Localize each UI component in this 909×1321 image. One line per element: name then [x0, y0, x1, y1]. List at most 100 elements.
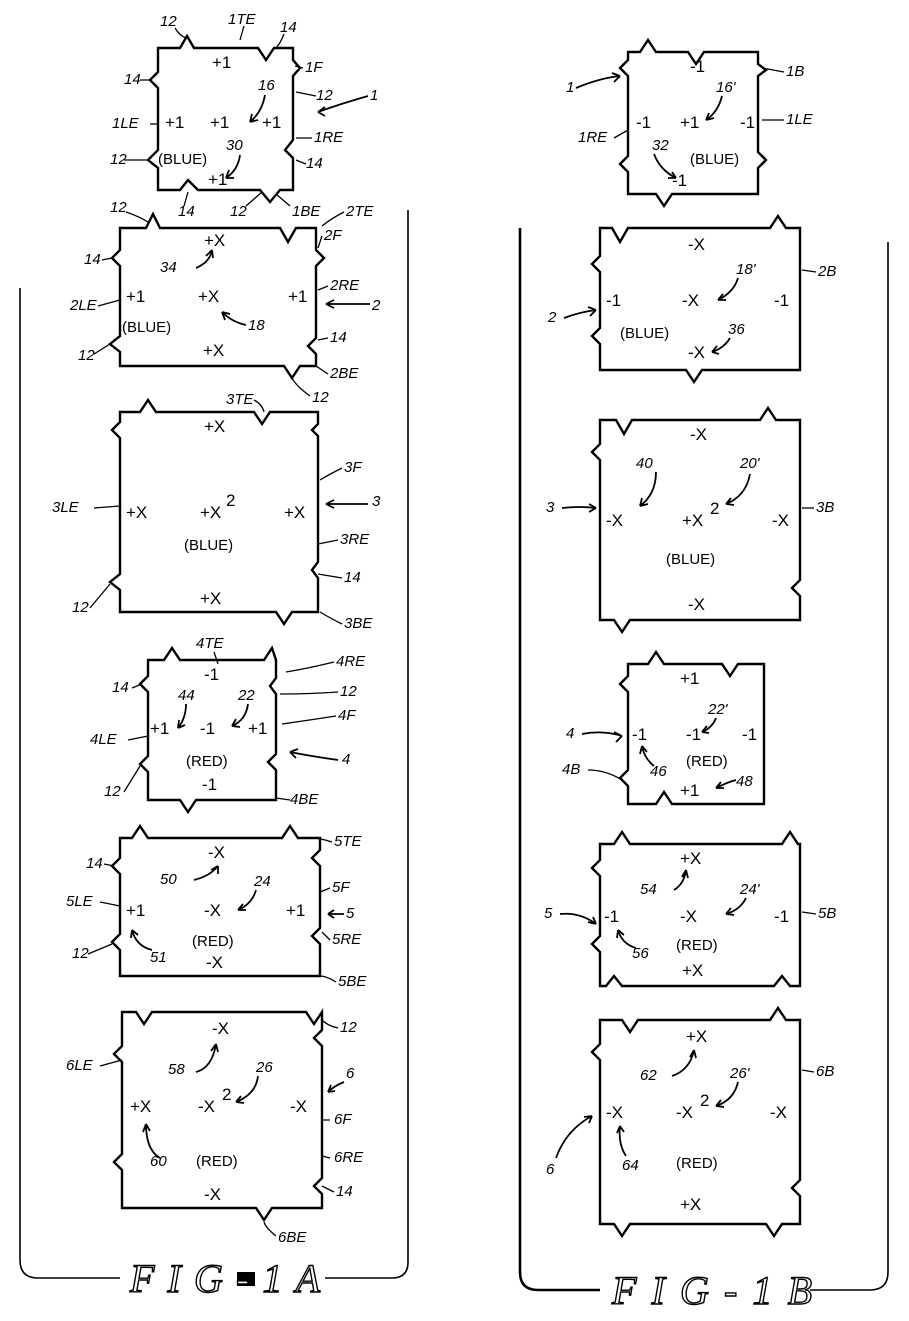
ref-26p: 26' — [729, 1065, 751, 1082]
top-value: -X — [690, 425, 707, 444]
ref-1b: 1B — [786, 63, 804, 80]
center-superscript: 2 — [226, 491, 235, 510]
center-superscript: 2 — [222, 1085, 231, 1104]
center-value: +1 — [680, 113, 699, 132]
ref-2b: 2B — [817, 263, 836, 280]
center-value: -1 — [200, 719, 215, 738]
ref-36: 36 — [728, 321, 745, 338]
fig-1a-tile-4: -1 +1 -1 +1 (RED) -1 4TE 4RE 14 44 22 12… — [90, 635, 366, 815]
ref-6be: 6BE — [278, 1229, 307, 1246]
ref-14-right: 14 — [306, 155, 323, 172]
ref-40: 40 — [636, 455, 653, 472]
bottom-value: -X — [206, 953, 223, 972]
ref-12-left: 12 — [104, 783, 121, 800]
color-label: (BLUE) — [184, 537, 233, 554]
ref-5le: 5LE — [66, 893, 94, 910]
right-value: +1 — [286, 901, 305, 920]
tile-outline — [590, 1005, 802, 1239]
ref-58: 58 — [168, 1061, 185, 1078]
ref-5b: 5B — [818, 905, 836, 922]
ref-1be: 1BE — [292, 203, 321, 220]
ref-3le: 3LE — [52, 499, 80, 516]
fig-1a-tile-3: +X +X +X 2 +X (BLUE) +X 3TE 3F 3LE 3 3RE… — [52, 391, 381, 632]
left-value: -1 — [632, 725, 647, 744]
right-value: -X — [290, 1097, 307, 1116]
fig-1b-frame-right — [810, 242, 889, 1291]
fig-1a-label-group: FIG-1A — [128, 1255, 321, 1301]
top-value: -1 — [204, 665, 219, 684]
center-value: -X — [198, 1097, 215, 1116]
tile-outline — [138, 645, 278, 815]
bottom-value: +1 — [680, 781, 699, 800]
left-value: -X — [606, 1103, 623, 1122]
bottom-value: +X — [682, 961, 703, 980]
fig-1b-tile-1: -1 -1 +1 -1 (BLUE) -1 1 1B 16' 1RE 1LE 3… — [566, 37, 814, 209]
fig-1a-bar — [237, 1272, 255, 1286]
right-value: +1 — [248, 719, 267, 738]
fig-1b-tile-6: +X -X -X 2 -X (RED) +X 62 26' 6B 6 64 — [546, 1005, 834, 1239]
center-value: -X — [204, 901, 221, 920]
ref-1re: 1RE — [314, 129, 344, 146]
ref-14: 14 — [336, 1183, 353, 1200]
ref-22p: 22' — [707, 701, 729, 718]
ref-6re: 6RE — [334, 1149, 364, 1166]
ref-50: 50 — [160, 871, 177, 888]
ref-2f: 2F — [323, 227, 342, 244]
ref-18p: 18' — [736, 261, 757, 278]
ref-24: 24 — [253, 873, 271, 890]
center-value: +X — [682, 511, 703, 530]
fig-1a-label: FIG-1A — [129, 1256, 321, 1301]
top-value: +1 — [212, 53, 231, 72]
color-label: (RED) — [676, 1155, 718, 1172]
ref-12-left: 12 — [78, 347, 95, 364]
ref-1le: 1LE — [786, 111, 814, 128]
top-value: +X — [204, 231, 225, 250]
ref-12-right: 12 — [316, 87, 333, 104]
bottom-value: +X — [680, 1195, 701, 1214]
ref-4le: 4LE — [90, 731, 118, 748]
ref-51: 51 — [150, 949, 167, 966]
right-value: +X — [284, 503, 305, 522]
fig-1a-tile-6: -X +X -X 2 -X (RED) -X 12 58 26 6LE 6 6F… — [66, 1008, 364, 1246]
ref-18: 18 — [248, 317, 265, 334]
ref-5: 5 — [346, 905, 355, 922]
center-value: -1 — [686, 725, 701, 744]
ref-62: 62 — [640, 1067, 657, 1084]
top-value: +X — [680, 849, 701, 868]
ref-14-right: 14 — [330, 329, 347, 346]
center-value: +1 — [210, 113, 229, 132]
ref-16p: 16' — [716, 79, 737, 96]
bottom-value: -X — [688, 595, 705, 614]
ref-32: 32 — [652, 137, 669, 154]
ref-12-right: 12 — [340, 683, 357, 700]
left-value: -1 — [636, 113, 651, 132]
right-value: -X — [770, 1103, 787, 1122]
ref-3re: 3RE — [340, 531, 370, 548]
ref-3te: 3TE — [226, 391, 255, 408]
ref-12: 12 — [340, 1019, 357, 1036]
bottom-value: -1 — [202, 775, 217, 794]
ref-5re: 5RE — [332, 931, 362, 948]
color-label: (BLUE) — [620, 325, 669, 342]
fig-1a-tile-1: +1 +1 +1 +1 (BLUE) +1 12 1TE 14 14 1F 12… — [110, 11, 378, 220]
ref-12: 12 — [160, 13, 177, 30]
tile-outline — [146, 33, 302, 204]
ref-6b: 6B — [816, 1063, 834, 1080]
center-value: -X — [682, 291, 699, 310]
center-value: -X — [676, 1103, 693, 1122]
tile-outline — [110, 823, 322, 978]
fig-1b-tile-2: -X -1 -X -1 (BLUE) -X 2B 18' 2 36 — [547, 213, 836, 385]
ref-54: 54 — [640, 881, 657, 898]
color-label: (BLUE) — [690, 151, 739, 168]
tile-outline — [108, 397, 320, 627]
center-value: -X — [680, 907, 697, 926]
fig-1b-label: FIG-1B — [611, 1268, 812, 1313]
right-value: -1 — [774, 291, 789, 310]
ref-4f: 4F — [338, 707, 356, 724]
ref-46: 46 — [650, 763, 667, 780]
ref-4: 4 — [342, 751, 350, 768]
top-value: -1 — [690, 57, 705, 76]
tile-outline — [618, 649, 766, 806]
ref-60: 60 — [150, 1153, 167, 1170]
ref-48: 48 — [736, 773, 753, 790]
